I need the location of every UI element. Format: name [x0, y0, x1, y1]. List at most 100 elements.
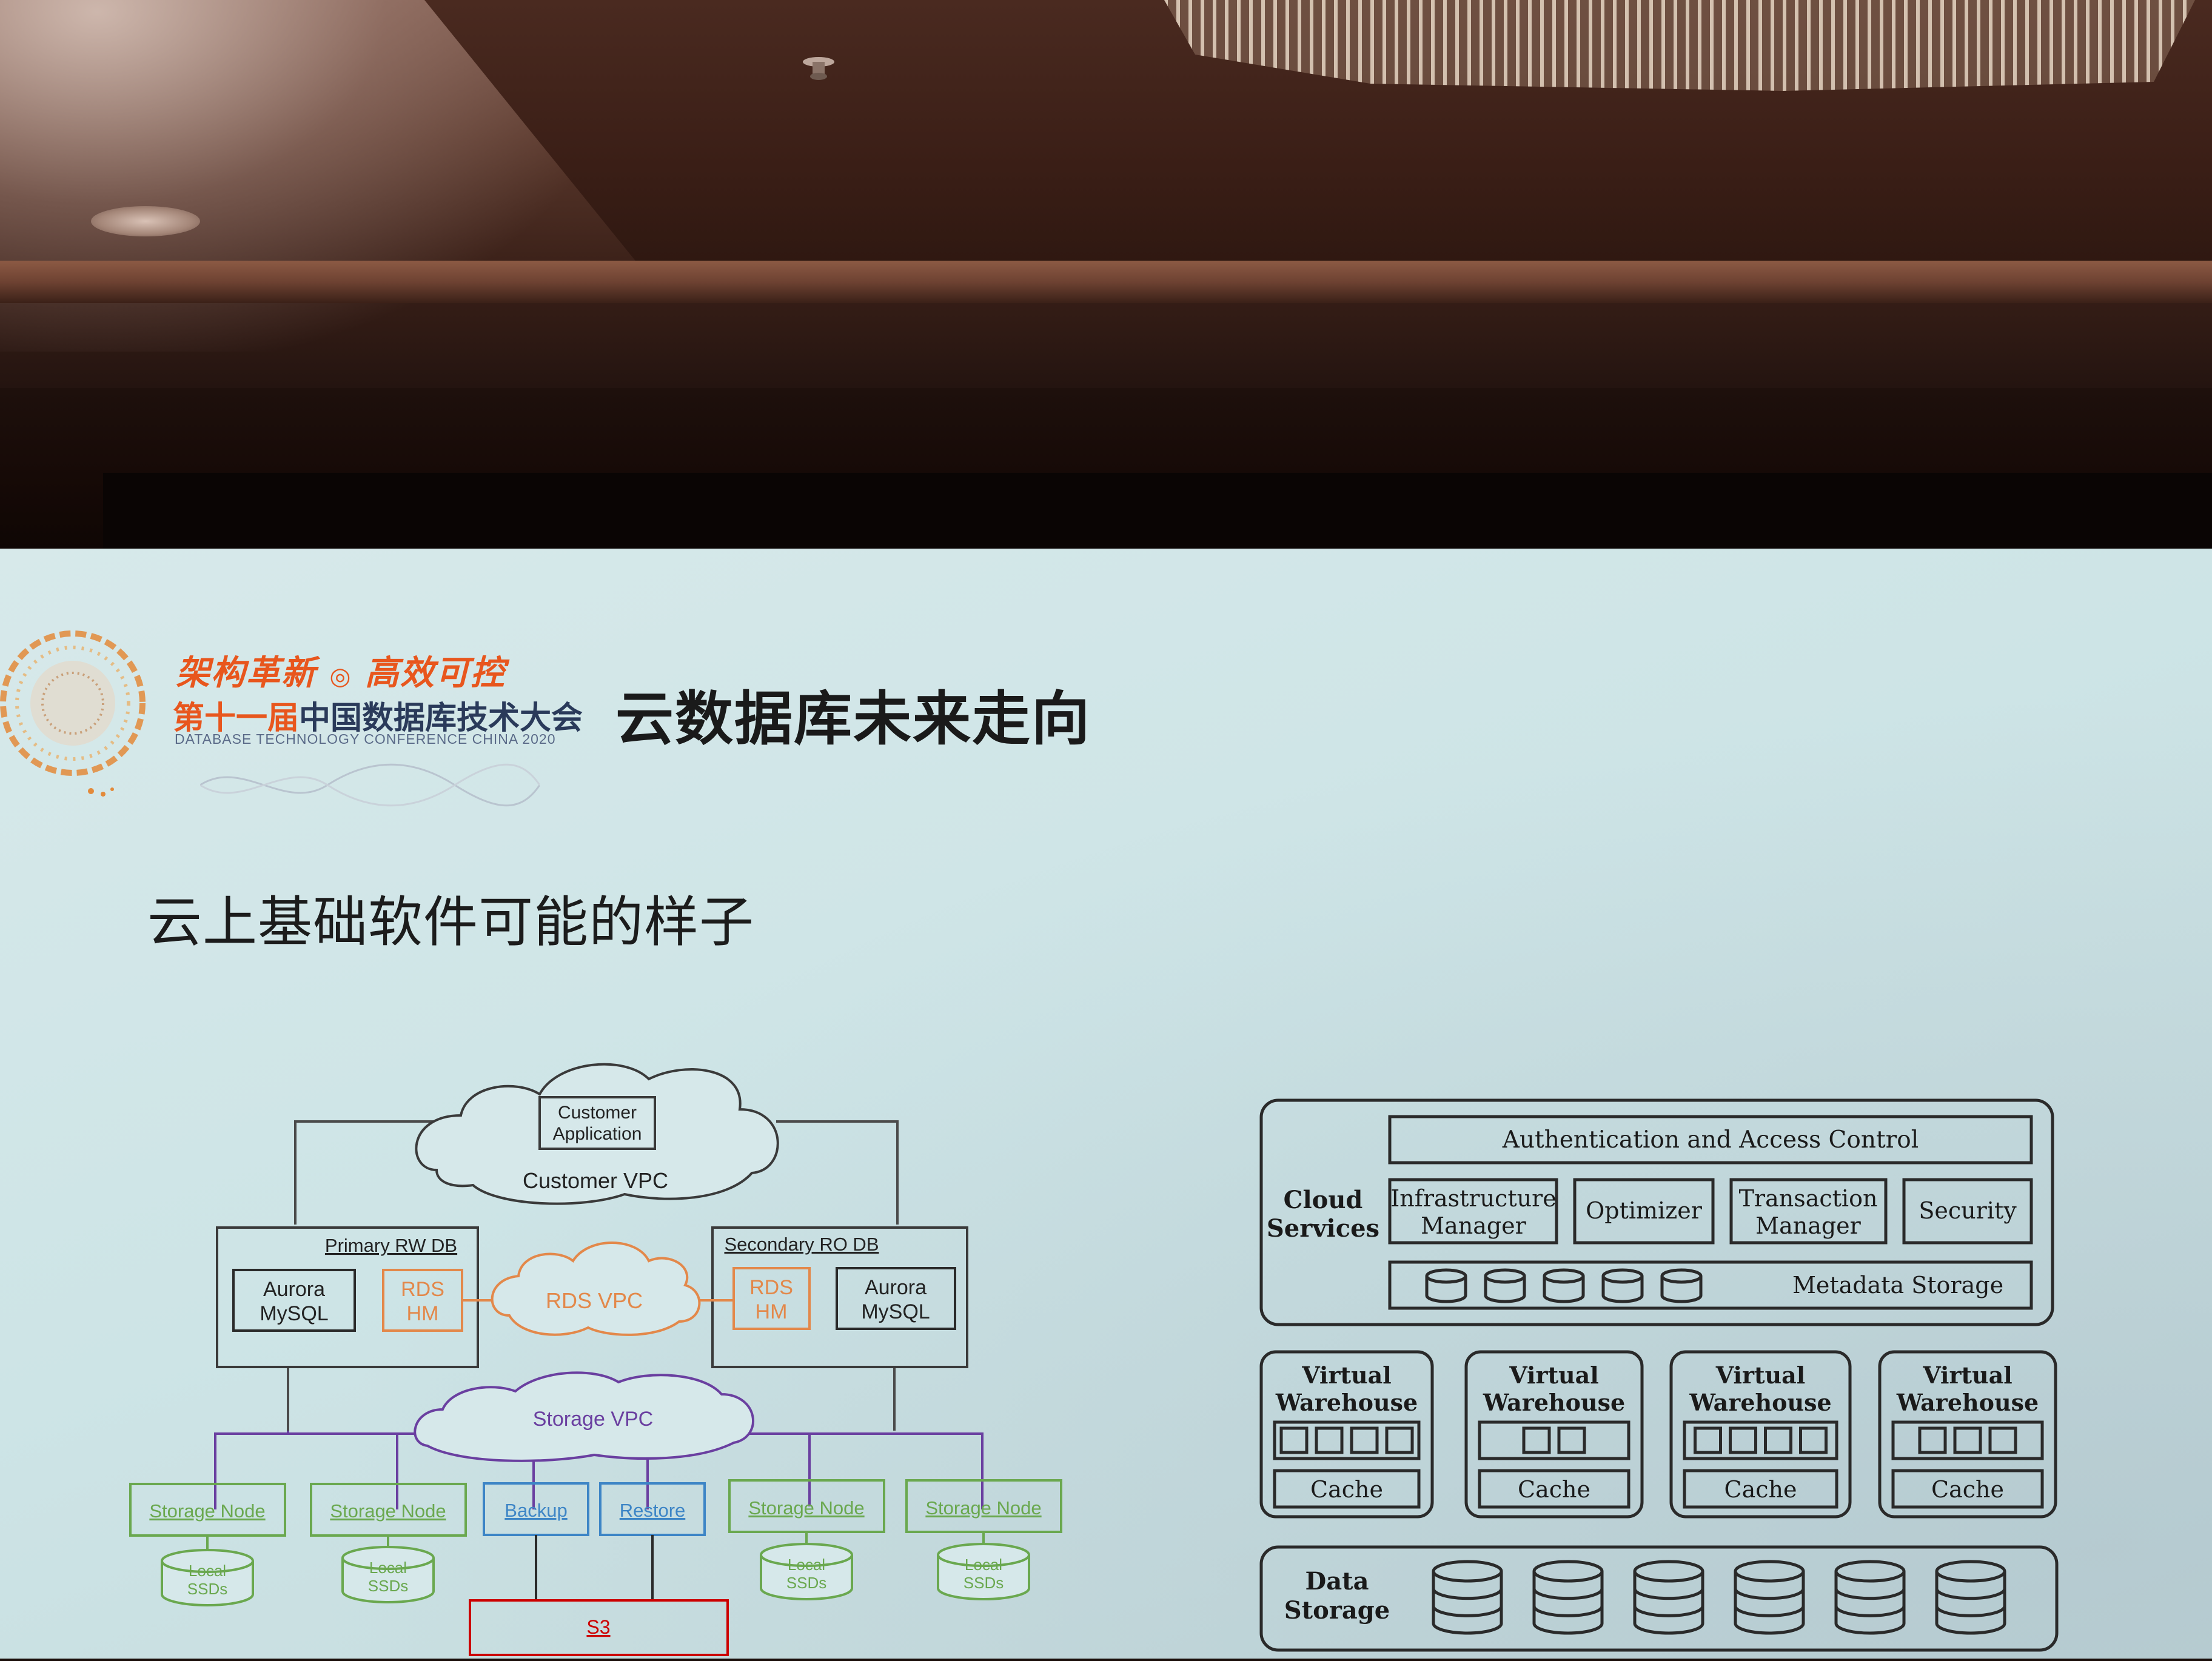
warehouse-label-2: Warehouse: [1483, 1389, 1625, 1416]
local-ssd-3: [760, 1555, 853, 1600]
customer-application-label-2: Application: [553, 1124, 642, 1144]
database-cylinder-icon: [1834, 1560, 1906, 1635]
compute-slot: [1729, 1426, 1757, 1454]
warehouse-label-2: Warehouse: [1896, 1389, 2039, 1416]
compute-slot-row: [1683, 1420, 1838, 1460]
metadata-cylinder-icon: [1660, 1268, 1703, 1303]
conference-name: 中国数据库技术大会: [299, 700, 583, 737]
data-storage-label-2: Storage: [1284, 1596, 1390, 1625]
compute-slot: [1315, 1426, 1344, 1454]
security-label: Security: [1919, 1197, 2017, 1224]
secondary-db-box: [711, 1226, 968, 1368]
storage-node-2: Storage Node: [310, 1483, 467, 1537]
database-cylinder-icon: [1633, 1560, 1704, 1635]
svg-text:SSDs: SSDs: [964, 1574, 1004, 1592]
database-cylinder-icon: [1935, 1560, 2006, 1635]
metadata-cylinder-icon: [1484, 1268, 1526, 1303]
storage-node-4: Storage Node: [905, 1479, 1062, 1533]
auth-label: Authentication and Access Control: [1502, 1126, 1919, 1154]
warehouse-label-2: Warehouse: [1275, 1389, 1418, 1416]
svg-text:Local: Local: [369, 1559, 407, 1577]
ceiling: [0, 0, 2212, 388]
cloud-services-box: [1259, 1098, 2054, 1326]
svg-text:SSDs: SSDs: [187, 1580, 227, 1598]
database-cylinder-icon: [1532, 1560, 1604, 1635]
primary-aurora-box: [232, 1269, 356, 1332]
storage-vpc-label: Storage VPC: [533, 1408, 653, 1431]
customer-application-label-1: Customer: [558, 1103, 637, 1123]
secondary-rds-label: RDS: [749, 1276, 793, 1299]
svg-text:Local: Local: [965, 1556, 1002, 1574]
svg-text:Storage Node: Storage Node: [149, 1500, 265, 1522]
database-cylinder-icon: [1734, 1560, 1805, 1635]
conference-logo: 架构革新 ◎ 高效可控 第十一届中国数据库技术大会 DATABASE TECHN…: [0, 612, 583, 812]
infrastructure-manager-label-2: Manager: [1421, 1212, 1527, 1239]
infrastructure-manager-label-1: Infrastructure: [1390, 1185, 1556, 1212]
storage-node-3: Storage Node: [728, 1479, 885, 1533]
restore-node: Restore: [599, 1482, 706, 1536]
secondary-rds-hm-box: [732, 1267, 811, 1330]
transaction-manager-label-1: Transaction: [1739, 1185, 1878, 1212]
metadata-cylinder-icon: [1601, 1268, 1644, 1303]
cloud-services-label-1: Cloud: [1284, 1186, 1363, 1214]
projection-screen: [0, 549, 2212, 1659]
cache-label: Cache: [1518, 1476, 1590, 1503]
local-ssd-4: [937, 1555, 1030, 1600]
database-cylinder-icon: Local SSDs Local SSDs Local SSDs Local S…: [161, 1543, 1030, 1606]
data-storage-cylinders: [1432, 1560, 2006, 1635]
customer-application-box: [538, 1096, 656, 1150]
conference-edition: 第十一届: [173, 700, 300, 737]
local-ssd-1: [161, 1561, 254, 1606]
compute-slot: [1953, 1426, 1982, 1454]
compute-slot: [1988, 1426, 2017, 1454]
compute-slot-row: [1273, 1420, 1421, 1460]
secondary-hm-label: HM: [756, 1300, 788, 1323]
svg-text:SSDs: SSDs: [786, 1574, 826, 1592]
slogan-separator: ◎: [329, 663, 352, 690]
slide-title: 云数据库未来走向: [615, 685, 1091, 753]
metadata-cylinder-icon: [1543, 1268, 1585, 1303]
ceiling-cornice: [0, 261, 2212, 303]
slogan-left: 架构革新: [176, 653, 317, 693]
warehouse-label-1: Virtual: [1715, 1362, 1806, 1389]
svg-text:Storage Node: Storage Node: [925, 1497, 1041, 1519]
screen-housing: [103, 473, 2212, 552]
optimizer-box: [1573, 1178, 1715, 1245]
metadata-storage-label: Metadata Storage: [1792, 1272, 2003, 1298]
rds-vpc-label: RDS VPC: [546, 1288, 643, 1313]
secondary-db-label: Secondary RO DB: [725, 1234, 879, 1255]
optimizer-label: Optimizer: [1586, 1197, 1703, 1224]
ceiling-downlight: [91, 206, 200, 236]
compute-slot: [1350, 1426, 1379, 1454]
slide-subtitle: 云上基础软件可能的样子: [147, 891, 754, 954]
secondary-aurora-box: [836, 1267, 956, 1330]
compute-slot: [1279, 1426, 1309, 1454]
compute-slot: [1385, 1426, 1414, 1454]
cache-label: Cache: [1724, 1476, 1797, 1503]
cloud-warehouse-architecture-diagram: Cloud Services Authentication and Access…: [1255, 1091, 2068, 1659]
svg-text:Local: Local: [788, 1556, 825, 1574]
rds-vpc-cloud: [491, 1242, 701, 1336]
compute-slot-row: [1891, 1420, 2044, 1460]
conference-emblem-icon: [0, 630, 146, 797]
compute-slot-row: [1478, 1420, 1631, 1460]
data-storage-box: [1259, 1545, 2059, 1652]
secondary-aurora-label-2: MySQL: [861, 1300, 930, 1323]
chandelier: [1164, 0, 2195, 91]
cache-label: Cache: [1931, 1476, 2004, 1503]
conference-name-cn: 第十一届中国数据库技术大会: [173, 692, 583, 738]
s3-box: [469, 1599, 729, 1656]
primary-db-label: Primary RW DB: [325, 1235, 457, 1256]
primary-rds-label: RDS: [401, 1278, 444, 1301]
s3-label: S3: [586, 1616, 610, 1638]
svg-text:Storage Node: Storage Node: [748, 1497, 864, 1519]
slogan-right: 高效可控: [364, 653, 506, 693]
primary-db-box: [216, 1226, 479, 1368]
transaction-manager-label-2: Manager: [1755, 1212, 1862, 1239]
customer-vpc-label: Customer VPC: [523, 1168, 668, 1193]
cache-box: [1273, 1469, 1421, 1509]
primary-aurora-label-1: Aurora: [263, 1278, 325, 1301]
